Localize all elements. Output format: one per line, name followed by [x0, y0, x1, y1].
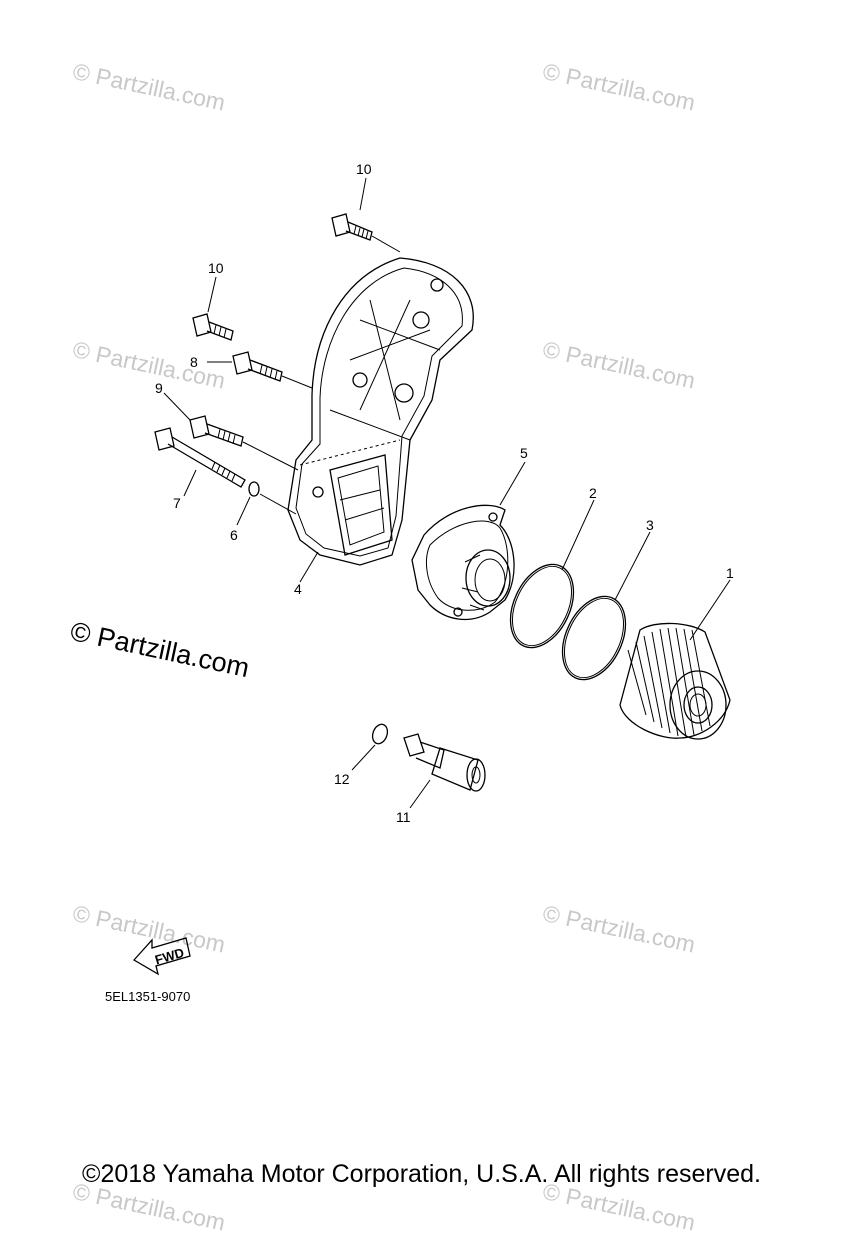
callout-5: 5	[520, 445, 528, 461]
part-10-bolt-top[interactable]	[331, 213, 401, 253]
callout-10-top: 10	[356, 161, 372, 177]
callout-9: 9	[155, 380, 163, 396]
callout-12: 12	[334, 771, 350, 787]
callout-4: 4	[294, 581, 302, 597]
part-11-valve[interactable]	[403, 733, 486, 792]
callout-8: 8	[190, 354, 198, 370]
exploded-parts-diagram: 10 10 8 9 7 6 4 5 2 3 1 12 11 FWD 5EL135…	[105, 161, 734, 1004]
part-5-housing[interactable]	[411, 504, 515, 621]
part-12-o-ring[interactable]	[370, 722, 390, 746]
callout-7: 7	[173, 495, 181, 511]
part-4-cover[interactable]	[287, 257, 474, 566]
part-6-small-o-ring[interactable]	[248, 481, 260, 497]
callout-6: 6	[230, 527, 238, 543]
callout-2: 2	[589, 485, 597, 501]
part-1-oil-filter[interactable]	[619, 622, 731, 740]
part-9-bolt[interactable]	[189, 415, 299, 471]
callout-3: 3	[646, 517, 654, 533]
callout-1: 1	[726, 565, 734, 581]
callout-11: 11	[396, 809, 411, 825]
leader-lines	[163, 177, 731, 809]
part-8-bolt[interactable]	[232, 351, 313, 389]
part-2-o-ring[interactable]	[498, 554, 586, 657]
part-3-o-ring[interactable]	[550, 586, 638, 689]
fwd-arrow-icon: FWD	[132, 937, 191, 976]
callout-10-left: 10	[208, 260, 224, 276]
fwd-label: FWD	[153, 945, 186, 968]
part-10-bolt-left[interactable]	[192, 313, 234, 341]
copyright-notice: ©2018 Yamaha Motor Corporation, U.S.A. A…	[82, 1160, 761, 1188]
part-7-long-bolt[interactable]	[154, 427, 246, 488]
diagram-code: 5EL1351-9070	[105, 989, 190, 1004]
